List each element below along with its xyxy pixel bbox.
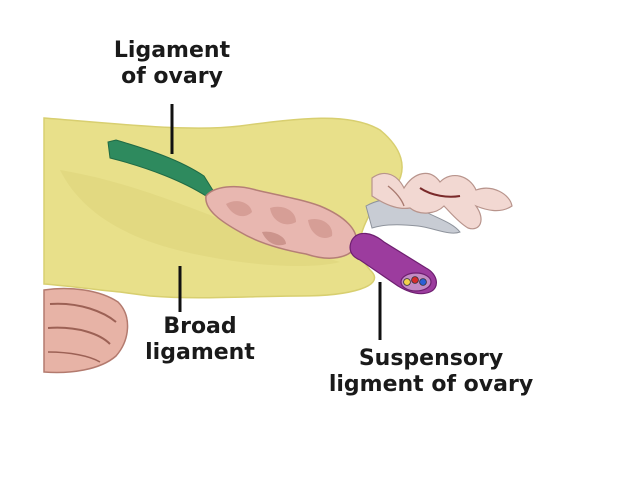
uterus-fold-2 bbox=[47, 326, 111, 345]
ovary-bump-4 bbox=[262, 231, 286, 246]
label-suspensory-ligament-line1: Suspensory bbox=[358, 346, 504, 371]
fimbriae-detail-1 bbox=[419, 187, 461, 198]
label-broad-ligament-line2: ligament bbox=[145, 340, 255, 365]
uterus-fold-3 bbox=[47, 351, 101, 363]
uterus-fold-1 bbox=[49, 302, 117, 323]
ovarian-artery-dot bbox=[411, 276, 419, 284]
ovarian-nerve-dot bbox=[419, 278, 427, 286]
ovary-bump-1 bbox=[226, 201, 252, 217]
label-ligament-of-ovary: Ligament of ovary bbox=[92, 38, 252, 90]
ovary-bump-2 bbox=[270, 206, 296, 225]
ovarian-vein-dot bbox=[403, 278, 411, 286]
label-broad-ligament: Broad ligament bbox=[120, 314, 280, 366]
label-ligament-of-ovary-line1: Ligament bbox=[113, 38, 231, 63]
label-suspensory-ligament-line2: ligment of ovary bbox=[328, 372, 534, 397]
ovary-bump-3 bbox=[308, 218, 333, 239]
label-suspensory-ligament: Suspensory ligment of ovary bbox=[296, 346, 566, 398]
fimbriae-shape bbox=[371, 172, 513, 230]
fimbriae-detail-2 bbox=[387, 185, 405, 207]
label-ligament-of-ovary-line2: of ovary bbox=[121, 64, 223, 89]
label-broad-ligament-line1: Broad bbox=[163, 314, 237, 339]
